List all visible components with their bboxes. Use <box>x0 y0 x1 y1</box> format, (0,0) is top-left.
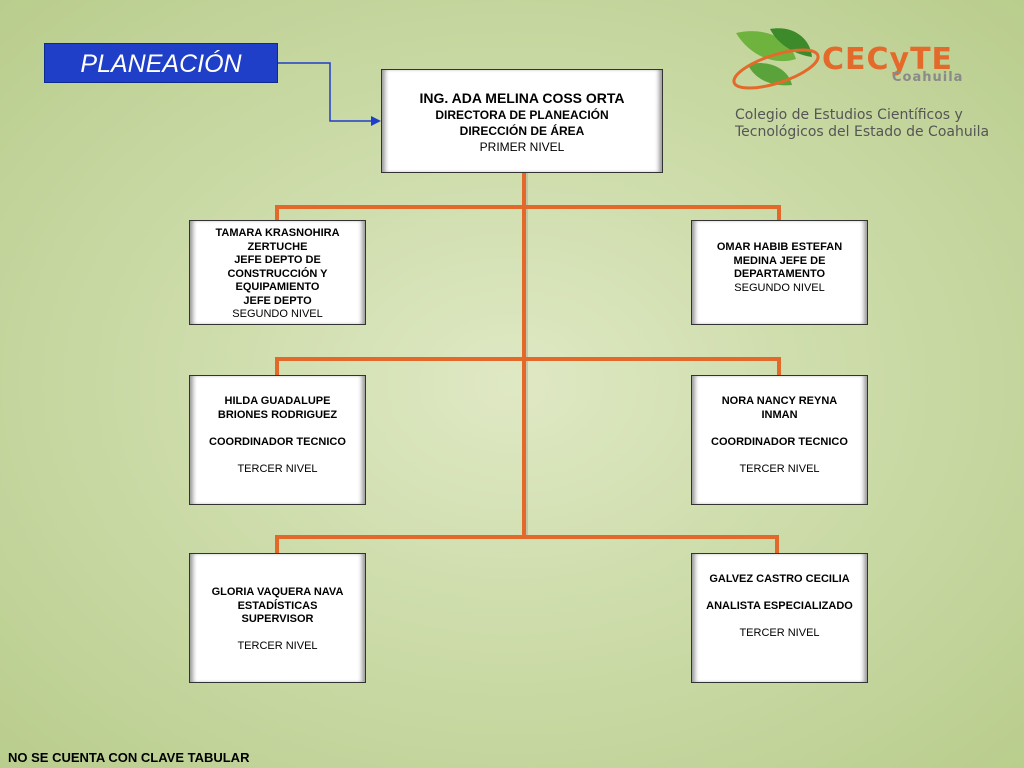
node-name: NORA NANCY REYNA <box>721 395 838 407</box>
org-node-hilda: HILDA GUADALUPE BRIONES RODRIGUEZ COORDI… <box>189 375 366 505</box>
director-level: PRIMER NIVEL <box>479 140 565 154</box>
node-name: GALVEZ CASTRO CECILIA <box>709 573 850 585</box>
logo-brand: CECyTE <box>822 42 954 77</box>
node-level: TERCER NIVEL <box>739 627 820 639</box>
node-text: JEFE DEPTO <box>243 294 312 307</box>
logo-line-2: Tecnológicos del Estado de Coahuila <box>735 124 990 140</box>
director-area: DIRECCIÓN DE ÁREA <box>459 124 585 138</box>
trunk-shadow <box>525 173 528 539</box>
node-text: DEPARTAMENTO <box>733 268 826 280</box>
node-role: ANALISTA ESPECIALIZADO <box>706 600 853 612</box>
node-level: TERCER NIVEL <box>237 462 318 475</box>
director-role: DIRECTORA DE PLANEACIÓN <box>435 108 609 122</box>
node-text: OMAR HABIB ESTEFAN <box>716 241 843 253</box>
node-text: CONSTRUCCIÓN Y <box>227 267 328 280</box>
org-node-nora: NORA NANCY REYNA INMAN COORDINADOR TECNI… <box>691 375 868 505</box>
director-name: ING. ADA MELINA COSS ORTA <box>419 90 625 106</box>
page-title: PLANEACIÓN <box>44 43 278 83</box>
node-text: MEDINA JEFE DE <box>733 254 826 267</box>
footer-note: NO SE CUENTA CON CLAVE TABULAR <box>8 750 250 765</box>
org-node-director: ING. ADA MELINA COSS ORTA DIRECTORA DE P… <box>381 69 663 173</box>
cecyte-leaf-logo-icon <box>732 28 820 90</box>
node-level: SEGUNDO NIVEL <box>734 281 825 294</box>
title-arrow-line <box>278 62 372 122</box>
node-name: SUPERVISOR <box>241 613 314 625</box>
node-text: TAMARA KRASNOHIRA <box>215 227 340 239</box>
node-name: GLORIA VAQUERA NAVA <box>211 586 344 598</box>
org-node-tamara: TAMARA KRASNOHIRA ZERTUCHE JEFE DEPTO DE… <box>189 220 366 325</box>
org-node-galvez: GALVEZ CASTRO CECILIA ANALISTA ESPECIALI… <box>691 553 868 683</box>
node-text: JEFE DEPTO DE <box>234 254 321 266</box>
node-level: TERCER NIVEL <box>237 640 318 652</box>
node-level: SEGUNDO NIVEL <box>232 308 323 320</box>
title-arrow-head <box>371 116 381 126</box>
logo-line-1: Colegio de Estudios Científicos y <box>735 107 963 123</box>
node-role: COORDINADOR TECNICO <box>711 435 848 448</box>
node-name: BRIONES RODRIGUEZ <box>217 408 338 421</box>
org-node-gloria: GLORIA VAQUERA NAVA ESTADÍSTICAS SUPERVI… <box>189 553 366 683</box>
node-text: EQUIPAMIENTO <box>235 281 320 293</box>
node-role: COORDINADOR TECNICO <box>209 435 346 448</box>
org-node-omar: OMAR HABIB ESTEFAN MEDINA JEFE DE DEPART… <box>691 220 868 325</box>
node-name: ESTADÍSTICAS <box>237 599 318 612</box>
node-level: TERCER NIVEL <box>739 462 820 475</box>
node-text: ZERTUCHE <box>247 240 308 253</box>
logo-region: Coahuila <box>892 70 964 85</box>
node-name: HILDA GUADALUPE <box>224 395 331 407</box>
node-name: INMAN <box>761 408 798 421</box>
